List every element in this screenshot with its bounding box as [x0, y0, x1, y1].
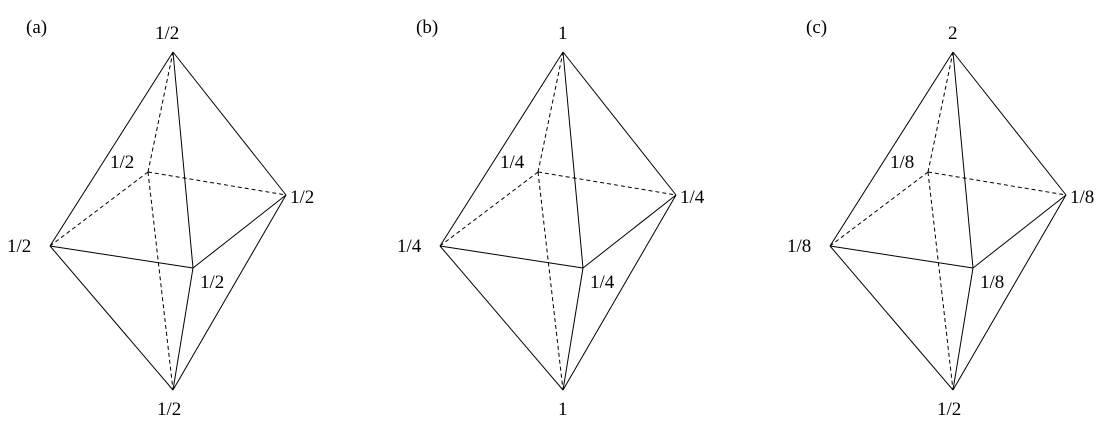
hidden-edge: [147, 51, 174, 173]
edge: [439, 245, 564, 391]
edge: [172, 267, 194, 391]
octahedron-panel-a: (a) 1/2 1/2 1/2 1/2 1/2 1/2: [7, 17, 314, 420]
hidden-edge: [829, 171, 929, 247]
edge: [829, 245, 954, 391]
vertex-label-left: 1/8: [787, 236, 811, 257]
vertex-label-left: 1/2: [7, 236, 31, 257]
edge: [439, 51, 564, 247]
vertex-label-bottom: 1/2: [157, 399, 181, 420]
hidden-edge: [927, 171, 1067, 196]
edge: [172, 51, 194, 269]
edge: [439, 245, 584, 269]
vertex-label-front: 1/2: [200, 272, 224, 293]
hidden-edge: [147, 171, 174, 391]
hidden-edge: [147, 171, 287, 196]
edge: [192, 194, 287, 269]
vertex-label-top: 2: [948, 23, 958, 44]
edge: [562, 267, 584, 391]
hidden-edge: [537, 51, 564, 173]
hidden-edge: [537, 171, 564, 391]
hidden-edge: [49, 171, 149, 247]
hidden-edge: [537, 171, 677, 196]
hidden-edge: [439, 171, 539, 247]
edge: [172, 194, 287, 391]
edge: [582, 194, 677, 269]
edge: [952, 267, 974, 391]
vertex-label-back: 1/2: [110, 152, 134, 173]
panel-label: (a): [26, 17, 47, 38]
vertex-label-top: 1/2: [155, 23, 179, 44]
edge: [952, 194, 1067, 391]
edge: [49, 51, 174, 247]
vertex-label-bottom: 1: [558, 399, 568, 420]
vertex-label-right: 1/2: [290, 187, 314, 208]
edge: [49, 245, 194, 269]
edge: [952, 51, 974, 269]
edge: [562, 51, 584, 269]
octahedron-panel-b: (b) 1 1/4 1/4 1/4 1/4 1: [397, 17, 705, 420]
edge: [829, 245, 974, 269]
vertex-label-bottom: 1/2: [937, 399, 961, 420]
octahedron-panel-c: (c) 2 1/8 1/8 1/8 1/8 1/2: [787, 17, 1094, 420]
vertex-label-back: 1/4: [500, 152, 525, 173]
vertex-label-front: 1/8: [980, 272, 1004, 293]
hidden-edge: [927, 171, 954, 391]
edge: [829, 51, 954, 247]
edge: [49, 245, 174, 391]
vertex-label-right: 1/4: [680, 187, 705, 208]
hidden-edge: [927, 51, 954, 173]
vertex-label-right: 1/8: [1070, 187, 1094, 208]
edge: [562, 194, 677, 391]
panel-label: (c): [806, 17, 827, 38]
edge: [972, 194, 1067, 269]
edge: [172, 51, 287, 196]
vertex-label-top: 1: [558, 23, 568, 44]
vertex-label-front: 1/4: [590, 272, 615, 293]
vertex-label-left: 1/4: [397, 236, 422, 257]
edge: [562, 51, 677, 196]
vertex-label-back: 1/8: [890, 152, 914, 173]
panel-label: (b): [416, 17, 438, 38]
edge: [952, 51, 1067, 196]
